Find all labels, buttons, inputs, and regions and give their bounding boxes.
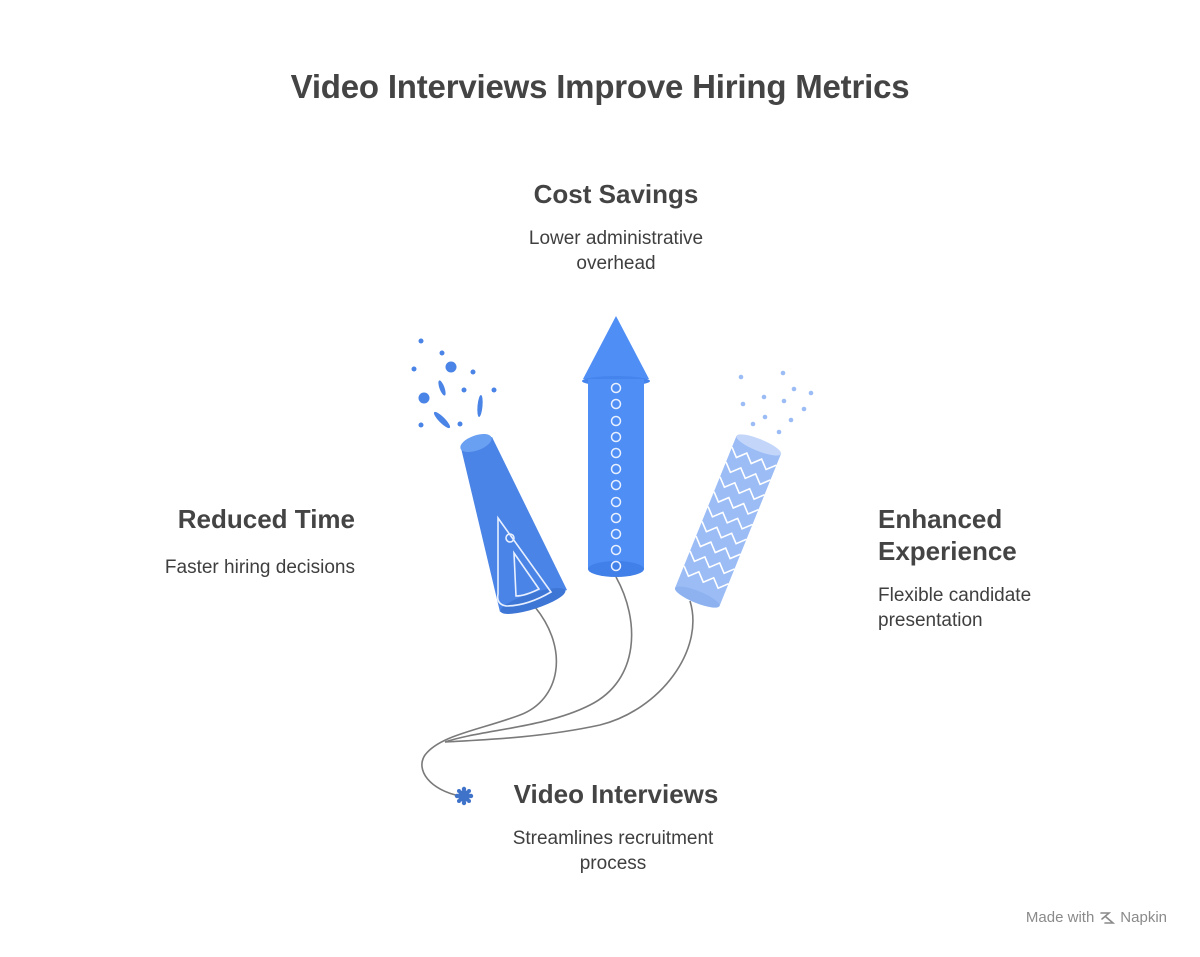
node-title-cost-savings: Cost Savings	[533, 179, 699, 209]
diagram-title: Video Interviews Improve Hiring Metrics	[290, 68, 910, 105]
sparks-right	[738, 370, 814, 435]
node-title-enhanced-2: Experience	[878, 536, 1017, 566]
rocket-center	[582, 316, 650, 577]
rocket-left	[460, 433, 567, 614]
fuse-center	[444, 576, 633, 743]
node-desc-enhanced-1: Flexible candidate	[878, 585, 1032, 606]
node-desc-enhanced-2: presentation	[878, 610, 983, 631]
sparks-left	[411, 338, 497, 429]
node-desc-cost-savings-1: Lower administrative	[528, 228, 704, 249]
fuse-right	[444, 600, 694, 743]
node-desc-video-2: process	[579, 853, 647, 874]
fuse-lines	[421, 576, 694, 797]
made-with-napkin[interactable]: Made with Napkin	[1026, 909, 1167, 926]
node-title-enhanced-1: Enhanced	[878, 504, 1003, 534]
node-desc-reduced-time: Faster hiring decisions	[164, 557, 355, 578]
rocket-right	[674, 434, 782, 608]
node-title-reduced-time: Reduced Time	[177, 504, 355, 534]
node-desc-video-1: Streamlines recruitment	[512, 828, 714, 849]
spark-icon	[454, 786, 474, 806]
node-desc-cost-savings-2: overhead	[576, 253, 656, 274]
napkin-brand-label: Napkin	[1120, 909, 1167, 926]
fuse-left	[421, 606, 558, 797]
node-title-video-interviews: Video Interviews	[513, 779, 719, 809]
napkin-logo-icon	[1100, 911, 1116, 924]
made-with-label: Made with	[1025, 909, 1095, 926]
